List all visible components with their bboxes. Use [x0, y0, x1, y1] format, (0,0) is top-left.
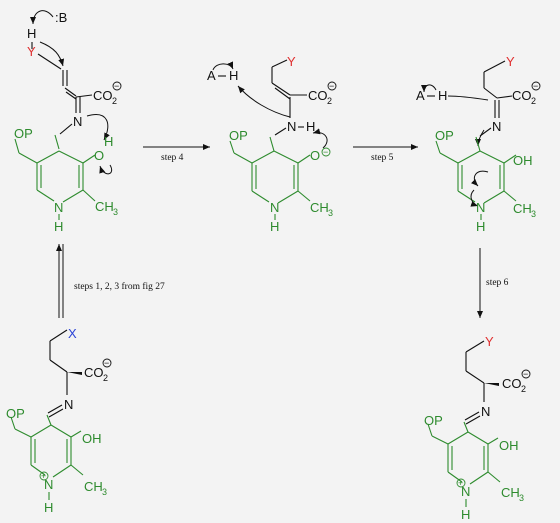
svg-text:N: N — [44, 477, 53, 492]
svg-text:N: N — [54, 200, 63, 215]
svg-text:N: N — [476, 200, 485, 215]
svg-text:H: H — [438, 88, 447, 103]
curved-arrow — [212, 61, 234, 71]
svg-text:OP: OP — [14, 126, 33, 141]
structure-2: A H Y CO 2 − N H — [207, 54, 337, 234]
svg-text:OP: OP — [424, 413, 443, 428]
svg-text:H: H — [306, 119, 315, 134]
svg-text:N: N — [270, 200, 279, 215]
svg-text:N: N — [287, 119, 296, 134]
svg-text:OP: OP — [6, 406, 25, 421]
svg-text:CO: CO — [502, 376, 522, 391]
svg-text:CO: CO — [93, 88, 113, 103]
svg-text:CH: CH — [310, 200, 329, 215]
base-label: :B — [55, 10, 67, 25]
svg-text:X: X — [68, 326, 77, 341]
svg-text:−: − — [523, 369, 528, 379]
svg-text:N: N — [73, 114, 82, 129]
svg-text:Y: Y — [506, 54, 515, 69]
curved-arrow — [30, 10, 54, 25]
svg-text:OP: OP — [229, 128, 248, 143]
curved-arrow — [86, 114, 110, 141]
svg-text:H: H — [461, 507, 470, 522]
svg-text:H: H — [44, 500, 53, 515]
curved-arrow — [237, 85, 291, 118]
y-substituent: Y — [27, 44, 36, 59]
svg-text:CH: CH — [501, 485, 520, 500]
svg-text:CO: CO — [84, 365, 104, 380]
svg-text:H: H — [229, 68, 238, 83]
step-6-label: step 6 — [486, 278, 509, 288]
svg-text:N: N — [492, 119, 501, 134]
svg-text:OH: OH — [499, 438, 519, 453]
svg-text:CH: CH — [513, 201, 532, 216]
svg-text:−: − — [114, 81, 119, 91]
svg-text:N: N — [64, 397, 73, 412]
svg-text:2: 2 — [531, 96, 536, 106]
curved-arrow — [39, 41, 65, 67]
svg-text:3: 3 — [519, 493, 524, 503]
svg-text:−: − — [104, 358, 109, 368]
svg-text:2: 2 — [327, 96, 332, 106]
svg-text:A: A — [207, 68, 216, 83]
svg-text:Y: Y — [287, 54, 296, 69]
step-4-label: step 4 — [161, 153, 184, 163]
curved-arrow — [470, 170, 489, 187]
structure-5: Y CO 2 − N OP OH CH 3 N — [424, 334, 531, 522]
svg-text:2: 2 — [112, 96, 117, 106]
svg-text:Y: Y — [485, 334, 494, 349]
svg-text:CO: CO — [308, 88, 328, 103]
steps-123-label: steps 1, 2, 3 from fig 27 — [74, 281, 165, 292]
svg-text:H: H — [54, 219, 63, 234]
structure-1: :B H Y CO 2 − N — [14, 10, 122, 234]
svg-text:+: + — [458, 478, 463, 488]
svg-text:H: H — [270, 219, 279, 234]
svg-text:3: 3 — [113, 207, 118, 217]
svg-text:OH: OH — [82, 431, 102, 446]
svg-text:CH: CH — [95, 199, 114, 214]
curved-arrow — [447, 95, 489, 101]
svg-text:2: 2 — [521, 384, 526, 394]
svg-text:N: N — [481, 404, 490, 419]
svg-text:CO: CO — [512, 88, 532, 103]
svg-text:H: H — [476, 219, 485, 234]
svg-text:3: 3 — [328, 208, 333, 218]
svg-text:OH: OH — [513, 153, 533, 168]
svg-text:O: O — [310, 148, 320, 163]
svg-text:3: 3 — [102, 487, 107, 497]
svg-text:N: N — [461, 484, 470, 499]
svg-text:2: 2 — [103, 373, 108, 383]
curved-arrow — [470, 189, 479, 207]
h-atom: H — [27, 26, 36, 41]
svg-text:OP: OP — [435, 128, 454, 143]
curved-arrow — [421, 84, 437, 93]
svg-text:−: − — [533, 81, 538, 91]
svg-text:H: H — [104, 134, 113, 149]
svg-text:3: 3 — [531, 209, 536, 219]
curved-arrow — [475, 129, 485, 147]
svg-text:CH: CH — [84, 479, 103, 494]
svg-text:+: + — [41, 471, 46, 481]
svg-text:O: O — [94, 148, 104, 163]
step-5-label: step 5 — [371, 153, 394, 163]
svg-text:A: A — [416, 88, 425, 103]
structure-3: A H Y CO 2 − N — [416, 54, 541, 234]
svg-text:−: − — [329, 81, 334, 91]
curved-arrow — [312, 128, 328, 149]
svg-text:−: − — [323, 147, 328, 157]
structure-4: X CO 2 − N OP OH CH 3 N — [6, 326, 112, 515]
curved-arrow — [99, 164, 113, 175]
